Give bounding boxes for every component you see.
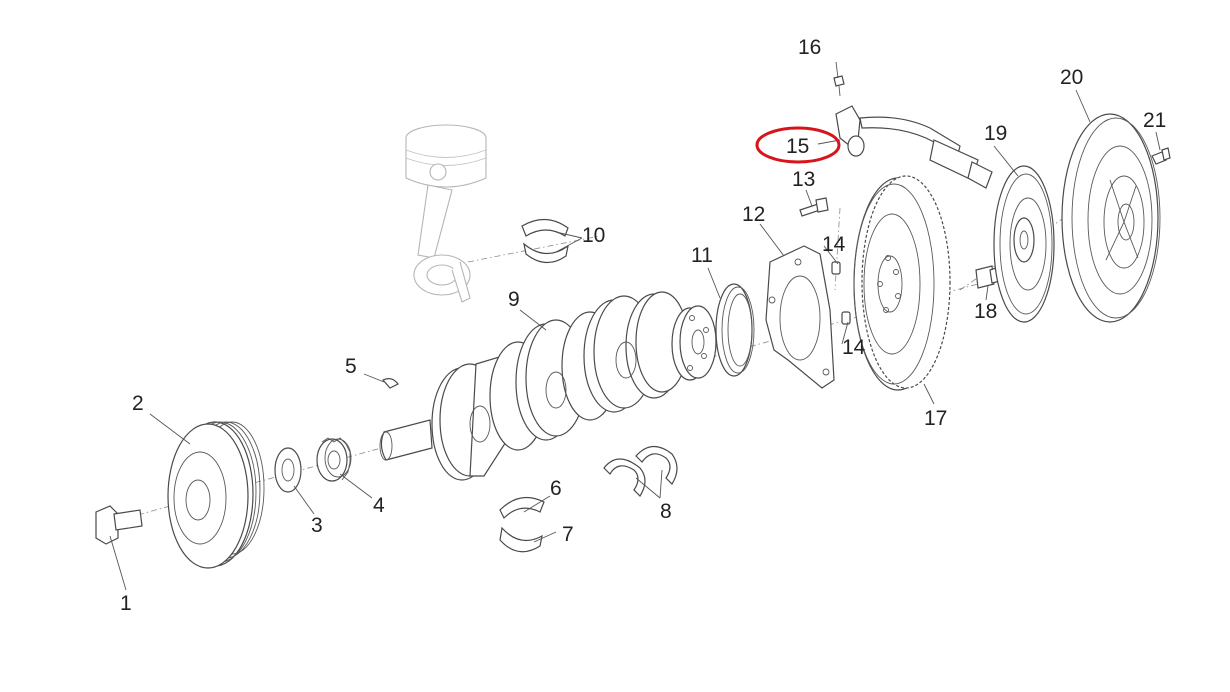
callout-numbers: 1 2 3 4 5 6 7 8 9 10 11 12 13 14 14 15 1… xyxy=(120,36,1166,615)
clutch-pressure-plate xyxy=(1061,113,1161,323)
callout-13: 13 xyxy=(792,168,815,191)
seal-housing-flange xyxy=(765,245,835,389)
woodruff-key xyxy=(382,378,399,389)
crankshaft xyxy=(379,291,717,481)
callout-17: 17 xyxy=(924,407,947,430)
main-bearing-shells xyxy=(499,496,545,553)
callout-6: 6 xyxy=(550,477,562,500)
dowel-pins xyxy=(831,261,851,325)
callout-16: 16 xyxy=(798,36,821,59)
thrust-washer xyxy=(274,447,302,493)
rear-oil-seal xyxy=(715,283,755,377)
callout-11: 11 xyxy=(691,244,713,267)
clutch-disc xyxy=(993,165,1055,323)
callout-5: 5 xyxy=(345,355,357,378)
pressure-plate-screw xyxy=(1151,147,1171,165)
callout-15: 15 xyxy=(786,135,809,158)
callout-10: 10 xyxy=(582,224,605,247)
housing-bolt xyxy=(799,197,829,217)
callout-9: 9 xyxy=(508,288,520,311)
callout-1: 1 xyxy=(120,592,132,615)
callout-20: 20 xyxy=(1060,66,1083,89)
timing-sprocket xyxy=(316,437,352,482)
callout-18: 18 xyxy=(974,300,997,323)
callout-7: 7 xyxy=(562,523,574,546)
callout-19: 19 xyxy=(984,122,1007,145)
callout-12: 12 xyxy=(742,203,765,226)
pulley-bolt xyxy=(95,505,143,545)
piston-connecting-rod-ghost xyxy=(405,124,487,303)
thrust-half-washers xyxy=(603,445,678,497)
callout-8: 8 xyxy=(660,500,672,523)
conrod-bearing-shells xyxy=(521,218,569,264)
callout-14-lower: 14 xyxy=(842,336,866,359)
crankshaft-pulley xyxy=(167,421,265,569)
crankshaft-position-sensor xyxy=(833,75,993,189)
flywheel xyxy=(853,175,951,391)
callout-3: 3 xyxy=(311,514,323,537)
callout-21: 21 xyxy=(1143,109,1166,132)
callout-4: 4 xyxy=(373,494,385,517)
highlight-ellipse xyxy=(755,126,841,164)
callout-14-upper: 14 xyxy=(822,233,846,256)
callout-2: 2 xyxy=(132,392,144,415)
